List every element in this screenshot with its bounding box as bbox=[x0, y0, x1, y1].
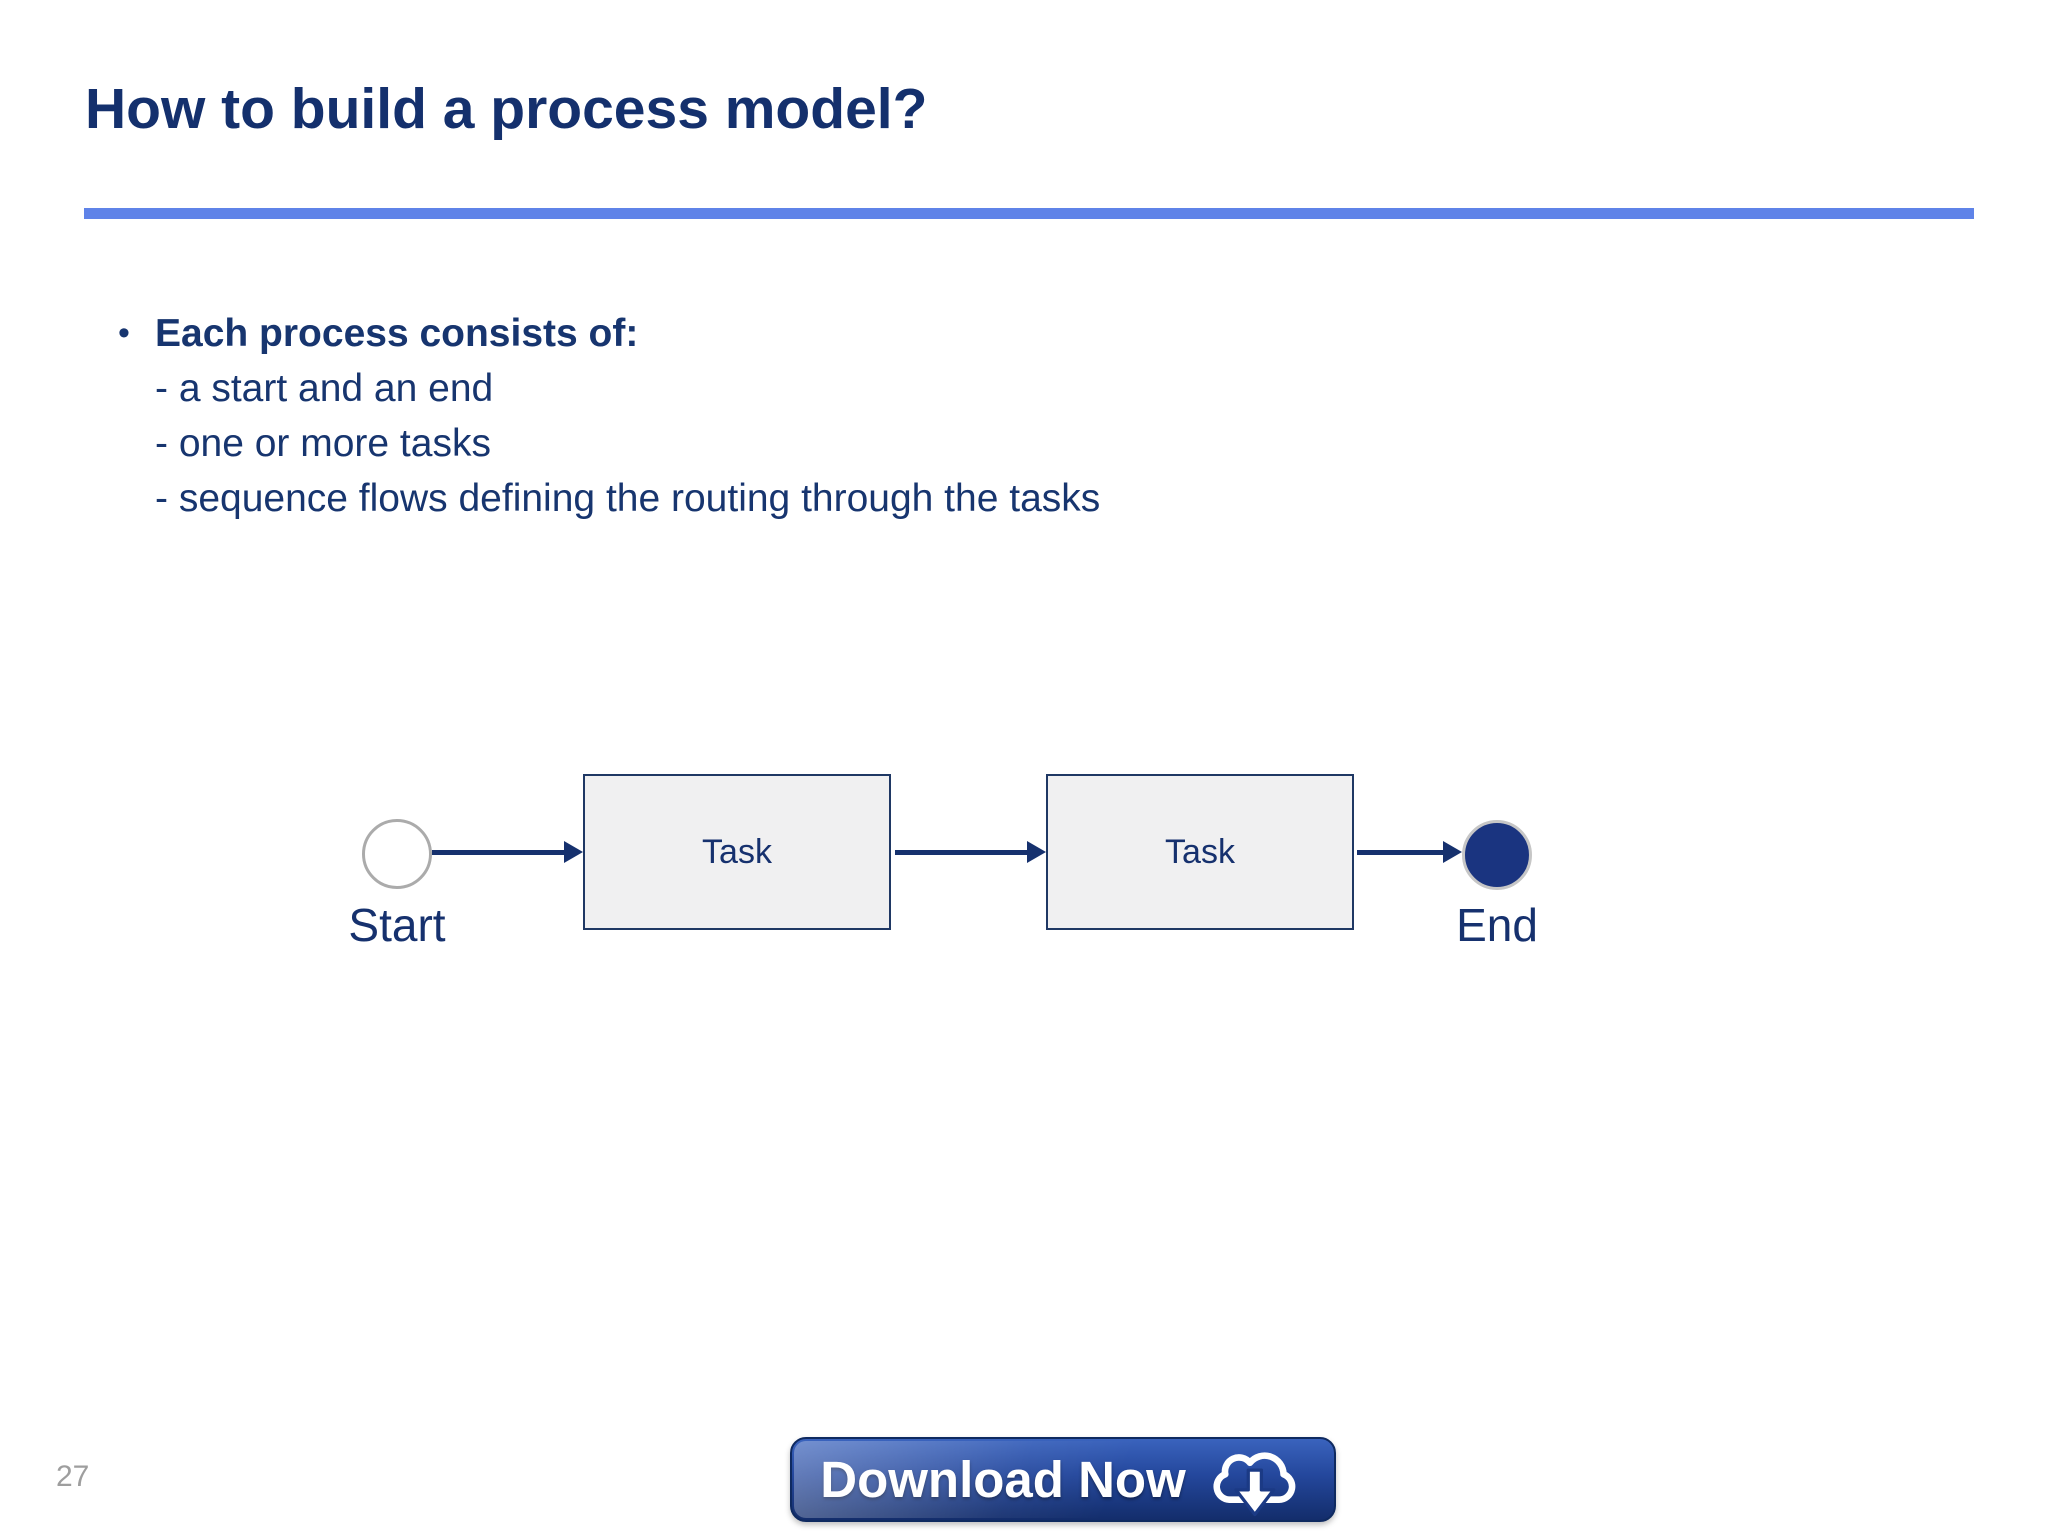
bullet-item: - sequence flows defining the routing th… bbox=[155, 477, 1101, 520]
start-label: Start bbox=[348, 899, 446, 951]
bullet-heading-text: Each process consists of: bbox=[155, 312, 639, 355]
sequence-flow-arrow bbox=[895, 841, 1046, 863]
end-event-circle bbox=[1462, 820, 1532, 890]
task-node: Task bbox=[583, 774, 891, 930]
sequence-flow-arrow bbox=[432, 841, 583, 863]
task-node: Task bbox=[1046, 774, 1354, 930]
bullet-heading: • Each process consists of: bbox=[118, 306, 1100, 361]
title-underline-rule bbox=[84, 208, 1974, 219]
task-label: Task bbox=[702, 832, 772, 871]
bullet-item: - one or more tasks bbox=[155, 422, 491, 465]
page-number: 27 bbox=[56, 1460, 90, 1493]
download-button-label: Download Now bbox=[820, 1451, 1186, 1508]
task-label: Task bbox=[1165, 832, 1235, 871]
start-event-circle bbox=[362, 819, 432, 889]
cloud-download-icon bbox=[1213, 1451, 1296, 1516]
bullet-list: • Each process consists of: - a start and… bbox=[118, 306, 1100, 526]
page-title: How to build a process model? bbox=[85, 77, 928, 141]
download-now-button[interactable]: Download Now bbox=[790, 1437, 1336, 1522]
bullet-item: - a start and an end bbox=[155, 367, 494, 410]
sequence-flow-arrow bbox=[1357, 841, 1462, 863]
bullet-marker: • bbox=[118, 314, 130, 352]
end-label: End bbox=[1456, 899, 1538, 951]
